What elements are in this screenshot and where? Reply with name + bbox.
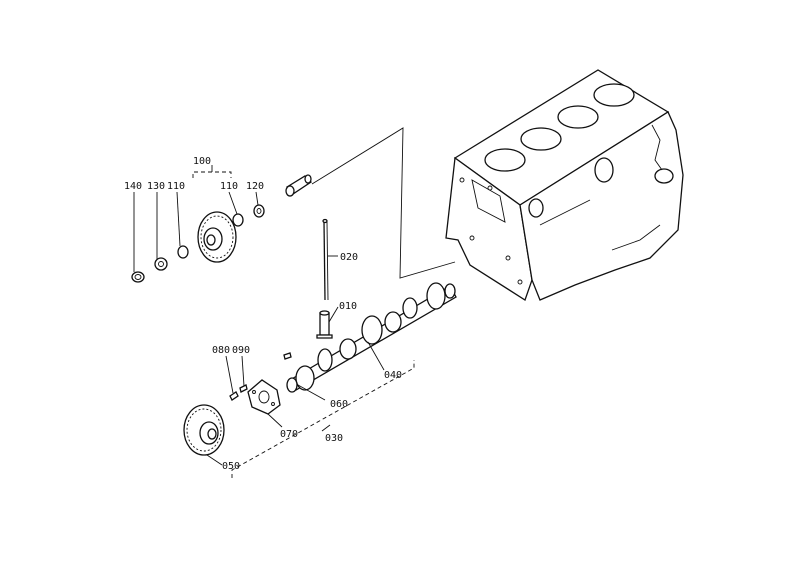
label-100: 100 [193, 156, 211, 167]
cylinder-bore [593, 83, 635, 107]
bushing-left [177, 245, 189, 259]
thrust-plate [247, 379, 281, 415]
label-110-left: 110 [167, 181, 185, 192]
label-080: 080 [212, 345, 230, 356]
label-110-right: 110 [220, 181, 238, 192]
cam-gear [183, 404, 225, 456]
label-040: 040 [384, 370, 402, 381]
label-050: 050 [222, 461, 240, 472]
push-rod [322, 218, 329, 301]
cylinder-bore [520, 127, 562, 151]
washer-120 [253, 204, 265, 218]
bushing-right [232, 213, 244, 227]
label-120: 120 [246, 181, 264, 192]
label-030: 030 [325, 433, 343, 444]
washer-130 [154, 257, 168, 271]
label-090: 090 [232, 345, 250, 356]
snap-ring-140 [131, 271, 145, 283]
tappet [316, 310, 333, 339]
camshaft [286, 282, 457, 393]
label-020: 020 [340, 252, 358, 263]
label-130: 130 [147, 181, 165, 192]
label-060: 060 [330, 399, 348, 410]
cylinder-bore [484, 148, 526, 172]
label-010: 010 [339, 301, 357, 312]
engine-block [445, 69, 684, 301]
label-070: 070 [280, 429, 298, 440]
cylinder-bore [557, 105, 599, 129]
idler-gear-assembly [131, 174, 313, 283]
label-140: 140 [124, 181, 142, 192]
